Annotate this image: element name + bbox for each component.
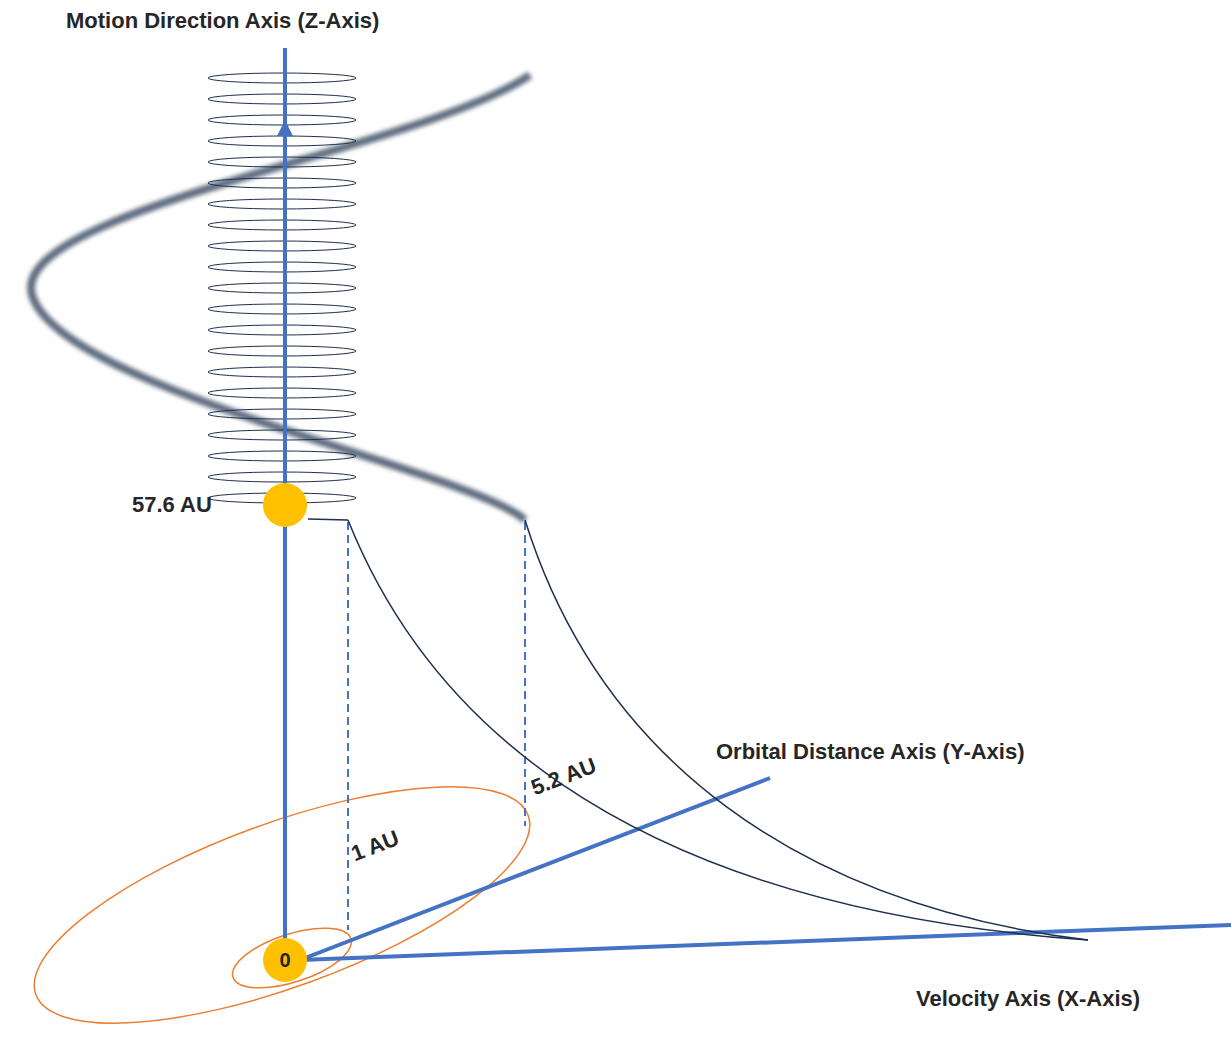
x-axis — [300, 925, 1231, 960]
coil — [208, 178, 356, 188]
coil — [208, 241, 356, 251]
coil — [208, 199, 356, 209]
coil — [208, 451, 356, 461]
coil — [208, 73, 356, 83]
coil — [208, 157, 356, 167]
node-text: 0 — [279, 949, 290, 972]
coil — [208, 472, 356, 482]
distance-label: 5.2 AU — [527, 753, 599, 801]
sun — [263, 483, 307, 527]
coil — [208, 325, 356, 335]
sine-trail — [31, 75, 530, 520]
projection-line — [524, 522, 526, 826]
velocity-curve — [525, 520, 1088, 940]
coil — [208, 409, 356, 419]
coil — [208, 262, 356, 272]
y-axis — [300, 778, 770, 960]
coil — [208, 94, 356, 104]
axis-title: Orbital Distance Axis (Y-Axis) — [716, 739, 1025, 764]
coil — [208, 283, 356, 293]
z-arrow — [283, 128, 287, 505]
connector-tick — [308, 519, 348, 520]
coil — [208, 136, 356, 146]
origin-circle: 0 — [263, 938, 307, 982]
coil — [208, 367, 356, 377]
coil — [208, 346, 356, 356]
projection-line — [347, 522, 349, 930]
coil — [208, 304, 356, 314]
distance-label: 57.6 AU — [132, 492, 212, 517]
velocity-curve — [348, 520, 1088, 940]
coil — [208, 388, 356, 398]
coil — [208, 430, 356, 440]
distance-label: 1 AU — [347, 825, 402, 866]
axis-title: Velocity Axis (X-Axis) — [916, 986, 1140, 1011]
coil — [208, 115, 356, 125]
axis-title: Motion Direction Axis (Z-Axis) — [66, 8, 379, 33]
coil — [208, 220, 356, 230]
spiral-coils — [208, 73, 356, 503]
